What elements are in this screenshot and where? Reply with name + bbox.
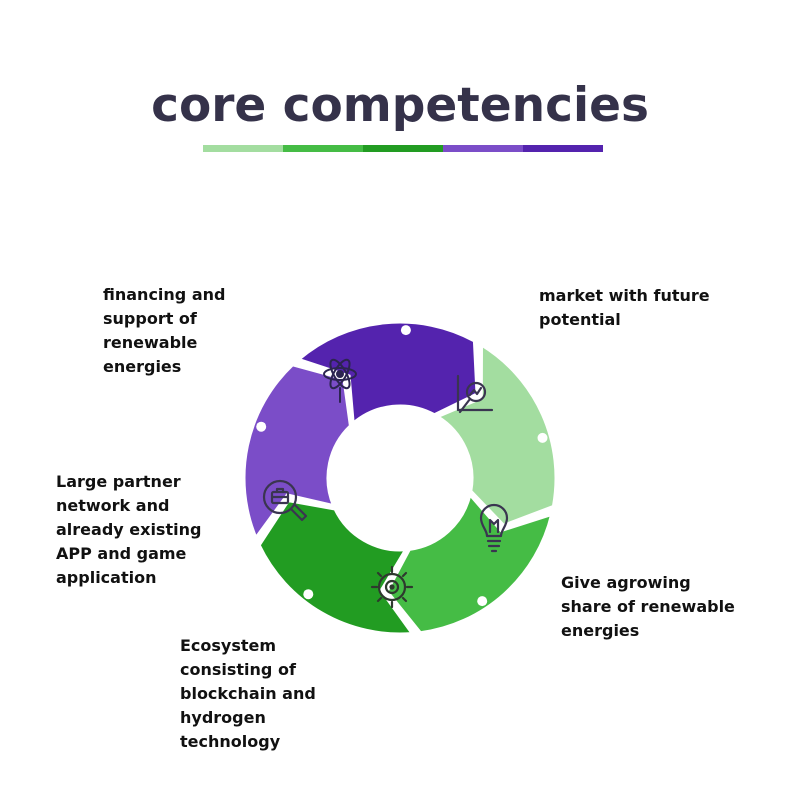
underline-segment-1 (203, 145, 283, 152)
atom-icon (323, 358, 357, 403)
label-ecosystem: Ecosystem consisting of blockchain and h… (180, 636, 316, 751)
label-partner-network: Large partner network and already existi… (56, 472, 202, 587)
wheel-segment-3 (257, 499, 415, 636)
underline-segment-4 (443, 145, 523, 152)
wheel-segment-1 (434, 342, 558, 528)
underline-segment-2 (283, 145, 363, 152)
wheel-segment-4 (242, 363, 352, 541)
wheel-segment-2 (385, 491, 554, 635)
underline-segment-3 (363, 145, 443, 152)
briefcase-search-icon (262, 479, 308, 522)
underline-segment-5 (523, 145, 603, 152)
connector-dot (400, 325, 411, 336)
connector-dot (256, 421, 267, 432)
label-renewable-share: Give agrowing share of renewable energie… (561, 573, 735, 640)
lightbulb-icon (479, 503, 509, 553)
connector-dot (303, 589, 314, 600)
target-gear-icon (370, 565, 414, 609)
connector-dot (537, 432, 548, 443)
chart-magnifier-icon (456, 374, 494, 414)
wheel-segment-5 (295, 320, 479, 427)
label-market-potential: market with future potential (539, 286, 710, 329)
connector-dot (477, 596, 488, 607)
label-financing: financing and support of renewable energ… (103, 285, 226, 376)
wheel-center (329, 407, 471, 549)
page-title: core competencies (151, 78, 649, 133)
title-underline (203, 145, 603, 152)
